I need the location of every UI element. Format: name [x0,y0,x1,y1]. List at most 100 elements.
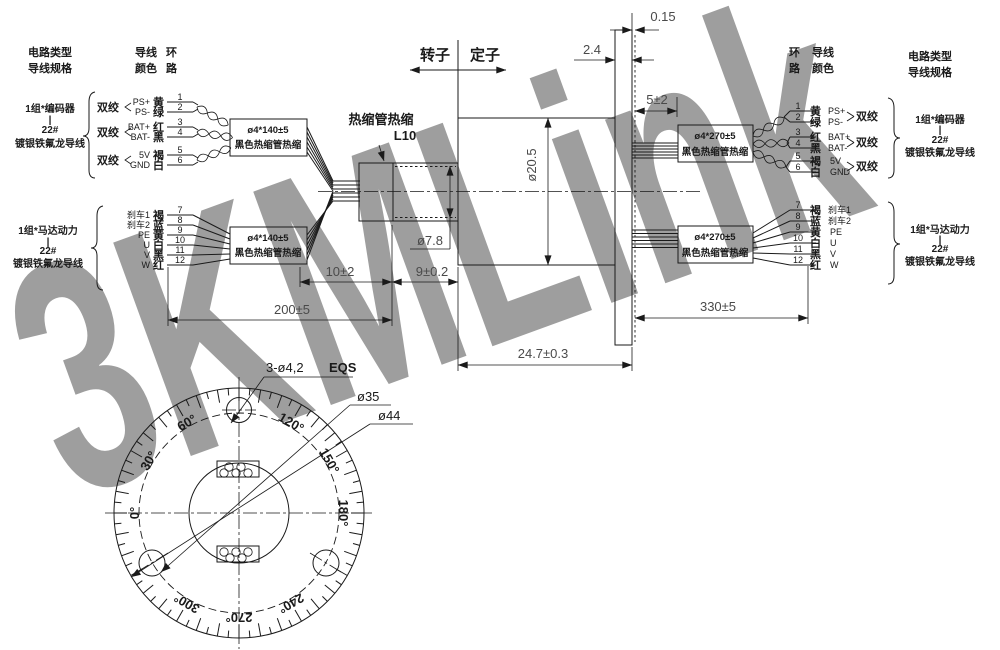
motor-brace [90,205,104,291]
wire-signal: 刹车1 [828,204,851,215]
dim-body-dia: ø20.5 [524,148,539,181]
left-cable-bundles [306,126,360,261]
ring-number: 5 [795,151,800,161]
encoder-note-line1: 1组*编码器 [25,102,75,115]
left-sleeve-box-lower: ø4*140±5 黑色热缩管热缩 [229,226,308,265]
encoder-note-line3: 22# [932,135,949,146]
wire-color: 白 [153,238,164,252]
ring-number: 6 [795,162,800,172]
left-wire-spec-header: 导线规格 [28,61,73,75]
degree-label: 240° [276,590,307,616]
dim-gap: 0.15 [650,9,675,24]
ring-number: 9 [177,225,182,235]
left-loop-header: 路 [166,61,178,75]
ring-number: 4 [177,127,182,137]
stator-label: 定子 [470,46,500,64]
motor-note-line2: | [939,235,942,246]
sleeve-desc: 黑色热缩管热缩 [235,139,302,151]
wire-color: 褐 [809,154,821,168]
watermark: 3KMLink [0,0,903,566]
heatshrink-code: L10 [394,128,416,143]
wire-color: 绿 [153,105,165,119]
left-encoder-rows: 双绞 双绞 双绞 PS+ 黄 1 PS- 绿 2 BAT+ 红 3 BAT- 黑… [97,92,234,172]
right-motor-note: 1组*马达动力 | 22# 镀银铁氟龙导线 [887,201,975,285]
right-loop-header: 路 [789,61,801,75]
wire-color: 白 [153,158,164,172]
holes-callout: 3-ø4,2 [266,360,304,375]
ring-number: 11 [793,244,802,254]
heatshrink-note: 热缩管热缩 [348,112,413,127]
right-sleeve-box-lower: ø4*270±5 黑色热缩管热缩 [677,225,754,264]
dimensions: 0.15 2.4 5±2 10±2 9±0.2 200±5 24.7±0.3 3… [167,9,809,371]
sleeve-size: ø4*140±5 [247,233,289,244]
right-motor-rows: 7 褐 刹车1 8 蓝 刹车2 9 黄 PE 10 白 U 11 黑 V 12 … [752,200,851,272]
motor-note-line1: 1组*马达动力 [910,223,969,236]
dim-shaft-length: 9±0.2 [416,264,448,279]
sleeve-desc: 黑色热缩管热缩 [682,146,749,158]
wire-signal: BAT+ [128,122,150,132]
right-wire-header: 导线 [812,45,834,59]
encoder-note-line1: 1组*编码器 [915,113,965,126]
encoder-note-line2: | [49,115,52,126]
degree-label: 0° [127,507,142,519]
wire-color: 黑 [153,131,164,144]
holes-eqs: EQS [329,360,357,375]
wire-signal: PE [830,227,842,237]
ring-number: 8 [795,211,800,221]
motor-row-lines [167,214,231,266]
encoder-note-line2: | [939,125,942,136]
wire-color: 褐 [152,148,164,162]
dim-exit-length: 5±2 [646,92,668,107]
ring-number: 9 [795,222,800,232]
ring-number: 1 [795,101,800,111]
ring-number: 12 [793,255,803,265]
wire-signal: BAT+ [828,132,850,142]
wire-signal: U [830,238,837,248]
wire-signal: 5V [139,150,150,160]
dim-cable-right: 330±5 [700,299,736,314]
sleeve-size: ø4*270±5 [694,232,736,243]
ring-number: 3 [795,127,800,137]
flange-face-view: 3-ø4,2 EQS ø35 ø44 0° 30° 60° 120° 150° … [105,360,413,649]
encoder-row-lines [783,110,855,173]
wire-color: 蓝 [153,218,164,232]
wire-signal: PS- [135,107,150,117]
wire-color: 黄 [810,225,821,239]
wire-color: 红 [810,258,821,272]
twist-label: 双绞 [856,109,878,123]
contact-block-lower [216,545,260,563]
bolt-hole-right [312,549,340,577]
ring-number: 4 [795,138,800,148]
ring-number: 5 [177,145,182,155]
motor-brace [887,201,901,285]
sleeve-desc: 黑色热缩管热缩 [235,247,302,259]
dim-shaft-dia: ø7.8 [417,233,443,248]
ring-number: 10 [793,233,803,243]
motor-note-line3: 22# [40,246,57,257]
contact-block-upper [216,460,260,478]
ring-number: 12 [175,255,185,265]
ring-number: 1 [177,92,182,102]
wire-signal: W [830,260,839,270]
twist-label: 双绞 [97,100,119,114]
dim-flange-thickness: 2.4 [583,42,601,57]
wire-signal: V [830,249,836,259]
wire-color: 黄 [153,95,164,109]
right-circuit-type-header: 电路类型 [908,49,952,63]
wire-signal: PE [138,230,150,240]
motor-note-line4: 镀银铁氟龙导线 [13,257,83,270]
wire-color: 白 [810,236,821,250]
left-column-headers: 电路类型 导线规格 导线 颜色 环 路 [28,45,178,75]
outer-dia-label: ø44 [378,408,400,423]
degree-label: 270° [226,610,253,625]
dim-lead: 10±2 [326,264,355,279]
dim-cable-left: 200±5 [274,302,310,317]
left-ring-header: 环 [166,46,177,59]
wire-color: 红 [153,258,164,272]
encoder-brace [887,97,901,179]
heatshrink-callout: 热缩管热缩 L10 [348,112,416,162]
wire-color: 褐 [809,203,821,217]
degree-label: 300° [171,590,202,616]
wire-signal: BAT- [131,132,150,142]
right-color-header: 颜色 [812,61,834,75]
